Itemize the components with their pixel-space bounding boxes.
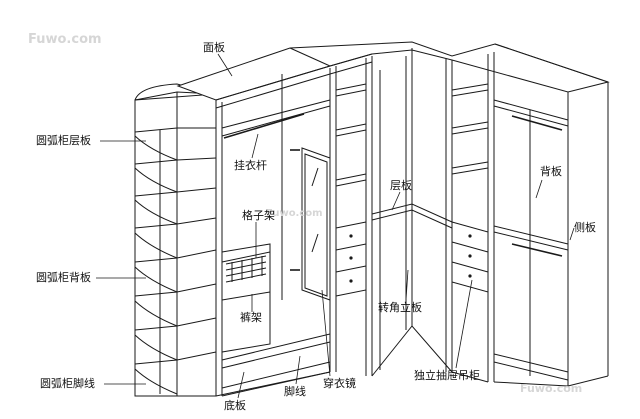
label-hanging-rod: 挂衣杆 — [234, 159, 267, 172]
label-mirror: 穿衣镜 — [323, 377, 356, 390]
label-back-panel: 背板 — [540, 165, 562, 178]
corner-section — [371, 48, 453, 377]
top-panel — [176, 41, 610, 109]
label-top-panel: 面板 — [203, 41, 225, 54]
label-partition: 转角立板 — [378, 301, 422, 314]
label-pants-rack: 裤架 — [240, 311, 262, 324]
right-drawer-column — [451, 52, 495, 383]
label-arc-base: 圆弧柜脚线 — [40, 377, 95, 390]
label-side-panel: 侧板 — [574, 221, 596, 234]
arc-shelves — [134, 127, 217, 395]
label-arc-shelf: 圆弧柜层板 — [36, 134, 91, 147]
label-skirting: 脚线 — [284, 385, 306, 398]
label-grid-rack: 格子架 — [242, 209, 275, 222]
watermark-bottom-right: Fuwo.com — [520, 382, 583, 395]
label-bottom-panel: 底板 — [224, 399, 246, 412]
arc-corner-cabinet — [134, 83, 217, 397]
leader-lines — [96, 53, 575, 399]
watermark-top-left: Fuwo.com — [28, 32, 102, 47]
label-arc-back: 圆弧柜背板 — [36, 271, 91, 284]
label-shelf: 层板 — [390, 179, 412, 192]
middle-column — [335, 56, 373, 376]
watermark-center: Fuwo.com — [266, 208, 323, 219]
grid-and-pants-rack — [221, 243, 271, 353]
right-hanging-section — [493, 82, 609, 387]
label-drawer-cabinet: 独立抽屉吊柜 — [414, 369, 480, 382]
dressing-mirror — [290, 147, 331, 301]
